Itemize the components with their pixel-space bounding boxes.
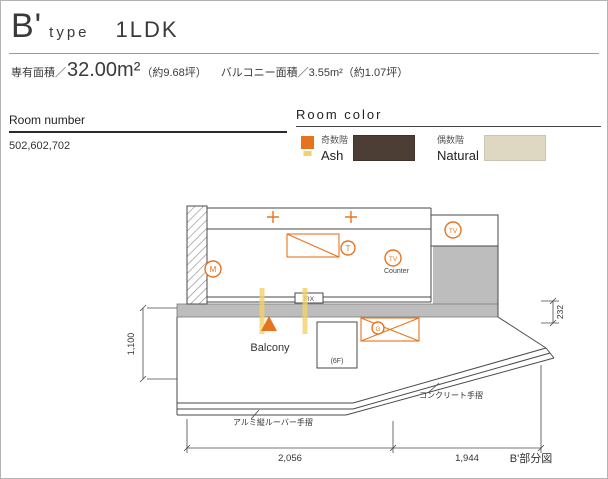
area-value: 32.00m² — [67, 59, 141, 81]
fixture-letters: T TV TV M G — [210, 228, 458, 333]
bottom-left-dimension: 2,056 — [278, 453, 302, 464]
odd-color-name: Ash — [321, 148, 344, 163]
paint-sample-icon — [300, 135, 315, 162]
right-dimension: 232 — [555, 305, 565, 319]
ash-color-swatch — [353, 135, 416, 161]
m-outlet-icon — [204, 260, 222, 278]
balcony-label: Balcony — [250, 342, 290, 354]
room-number-value: 502,602,702 — [9, 140, 71, 152]
marker-triangle — [261, 316, 277, 331]
room-number-label: Room number — [9, 113, 287, 133]
concrete-handrail-label: コンクリート手摺 — [419, 390, 483, 400]
plan-type-word: type — [49, 24, 90, 41]
fix-window-label: FIX — [304, 296, 315, 303]
shaft-box — [316, 321, 358, 369]
floor-note-label: (6F) — [331, 358, 344, 365]
room-color-block: Room color 奇数階 Ash 偶数階 Natural — [296, 107, 601, 163]
dimension-labels: 1,100 232 2,056 1,944 — [126, 305, 565, 464]
area-prefix: 専有面積／ — [11, 67, 66, 79]
even-color-name: Natural — [437, 148, 479, 163]
room-number-block: Room number 502,602,702 — [9, 113, 287, 152]
t-outlet-label: T — [346, 244, 351, 253]
window-line — [207, 292, 431, 304]
even-floor-label: 偶数階 — [437, 135, 465, 145]
concrete-areas — [176, 246, 499, 318]
partial-plan-caption: B'部分図 — [510, 451, 552, 465]
room-color-label: Room color — [296, 107, 601, 127]
cross-symbol-1 — [267, 211, 279, 223]
plan-layout: 1LDK — [115, 17, 179, 42]
odd-floor-label: 奇数階 — [321, 135, 349, 145]
balcony-unit-box — [360, 317, 420, 342]
depth-dimension: 1,100 — [126, 333, 136, 356]
area-note: （約9.68坪） — [141, 67, 207, 79]
m-outlet-label: M — [210, 265, 217, 274]
tv-outlet-icon-2 — [444, 221, 462, 239]
odd-floor-group: 奇数階 Ash — [321, 133, 348, 163]
counter-unit-box — [286, 233, 340, 258]
balcony-area: バルコニー面積／3.55m²（約1.07坪） — [220, 67, 409, 79]
dimension-lines — [139, 297, 559, 453]
tv-outlet-label: TV — [389, 256, 398, 263]
tv-outlet-label-2: TV — [449, 228, 458, 235]
natural-color-swatch — [483, 135, 546, 161]
title-divider — [9, 53, 599, 54]
g-outlet-icon — [371, 321, 385, 335]
tv-outlet-icon — [384, 249, 402, 267]
light-markers — [259, 288, 308, 334]
g-outlet-label: G — [375, 326, 380, 333]
page-title: B' type 1LDK — [11, 7, 179, 46]
cross-symbol-2 — [345, 211, 357, 223]
even-floor-group: 偶数階 Natural — [437, 133, 479, 163]
t-outlet-icon — [340, 240, 356, 256]
louver-handrail-label: アルミ縦ルーバー手摺 — [233, 417, 313, 427]
counter-label: Counter — [384, 268, 410, 275]
fixture-symbols — [204, 211, 462, 342]
room-color-body: 奇数階 Ash 偶数階 Natural — [296, 133, 601, 163]
bottom-right-dimension: 1,944 — [455, 453, 479, 464]
area-info: 専有面積／ 32.00m² （約9.68坪） バルコニー面積／3.55m²（約1… — [11, 59, 408, 82]
balcony-rails — [176, 317, 555, 416]
leader-lines — [250, 382, 440, 420]
plan-type-letter: B' — [11, 7, 43, 45]
walls — [186, 205, 547, 349]
